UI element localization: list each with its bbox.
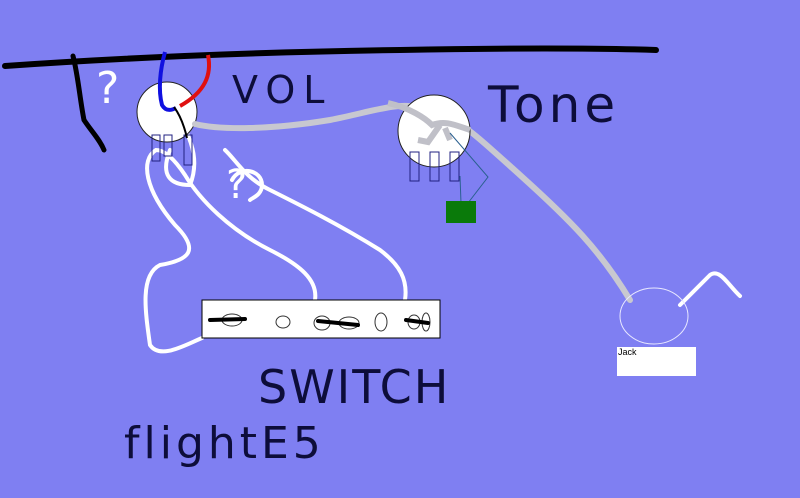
capacitor (446, 201, 476, 223)
question-mark-2: ? (226, 162, 247, 208)
tone-label: Tone (487, 76, 619, 134)
question-mark-1: ? (96, 63, 119, 114)
tone-solder-blob (387, 100, 471, 146)
capacitor-leads (449, 132, 489, 204)
black-jumper-wire (173, 106, 188, 139)
switch-lugs (221, 312, 431, 332)
model-label: flightE5 (124, 418, 325, 469)
tone-pot-lugs (409, 151, 460, 182)
red-wire (179, 54, 211, 108)
volume-pot (136, 81, 198, 143)
ground-hook-wire (70, 53, 107, 153)
volume-pot-lugs (151, 134, 193, 166)
ground-bar (2, 45, 659, 69)
output-jack (619, 287, 689, 345)
jack-label: Jack (617, 347, 696, 376)
volume-label: VOL (232, 68, 332, 112)
switch-wires (143, 126, 742, 354)
blue-wire (157, 51, 177, 112)
switch-label: SWITCH (258, 360, 450, 414)
switch-solder (208, 317, 430, 327)
